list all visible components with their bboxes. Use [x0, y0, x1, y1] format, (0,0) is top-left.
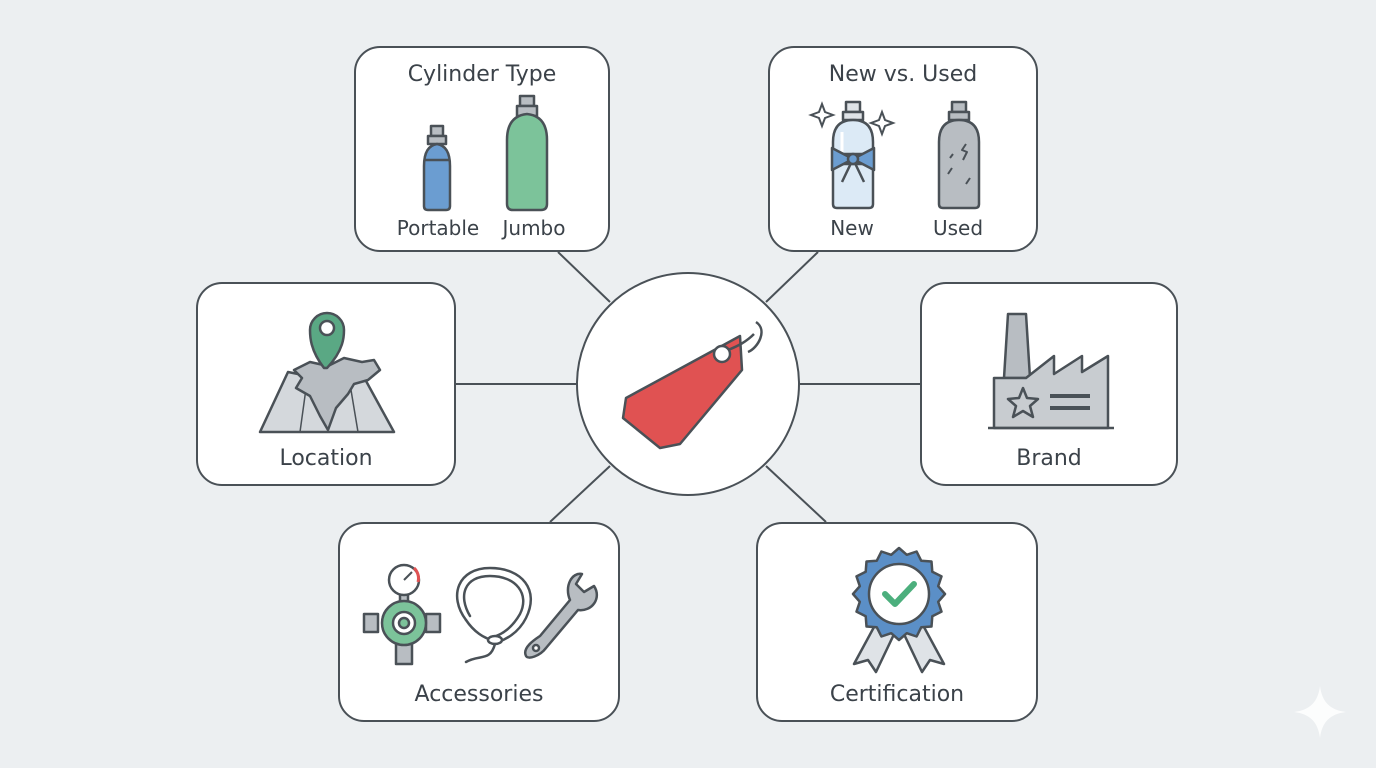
used-label: Used: [932, 216, 984, 240]
accessories-card: Accessories: [338, 522, 620, 722]
sparkle-icon: [808, 101, 896, 137]
location-title: Location: [279, 446, 373, 471]
price-tag-icon: [621, 320, 763, 450]
map-pin-icon: [258, 311, 396, 434]
cylinder-type-card: Cylinder Type Portable Jumbo: [354, 46, 610, 252]
jumbo-label: Jumbo: [502, 216, 566, 240]
connector-certification: [765, 465, 827, 523]
connector-accessories: [549, 465, 611, 523]
badge-check-icon: [851, 546, 947, 674]
new-cylinder-icon: [830, 100, 876, 210]
certification-card: Certification: [756, 522, 1038, 722]
new-vs-used-title: New vs. Used: [828, 62, 978, 87]
regulator-icon: [362, 563, 442, 666]
factory-icon: [988, 312, 1114, 430]
connector-cylinder-type: [557, 251, 611, 303]
sparkle-watermark-icon: [1294, 686, 1346, 738]
jumbo-cylinder-icon: [505, 94, 549, 212]
brand-title: Brand: [1016, 446, 1082, 471]
connector-new-vs-used: [765, 251, 819, 303]
used-cylinder-icon: [937, 100, 981, 210]
brand-card: Brand: [920, 282, 1178, 486]
certification-title: Certification: [829, 682, 965, 707]
location-card: Location: [196, 282, 456, 486]
cannula-icon: [455, 566, 532, 664]
new-vs-used-card: New vs. Used: [768, 46, 1038, 252]
wrench-icon: [523, 572, 599, 659]
accessories-illustrations: [362, 563, 599, 666]
new-used-illustrations: [808, 100, 981, 210]
cylinder-type-title: Cylinder Type: [407, 62, 557, 87]
portable-label: Portable: [396, 216, 480, 240]
new-label: New: [830, 216, 874, 240]
center-node: [576, 272, 800, 496]
accessories-title: Accessories: [414, 682, 544, 707]
cylinder-illustrations: [422, 94, 549, 212]
portable-cylinder-icon: [422, 124, 452, 212]
